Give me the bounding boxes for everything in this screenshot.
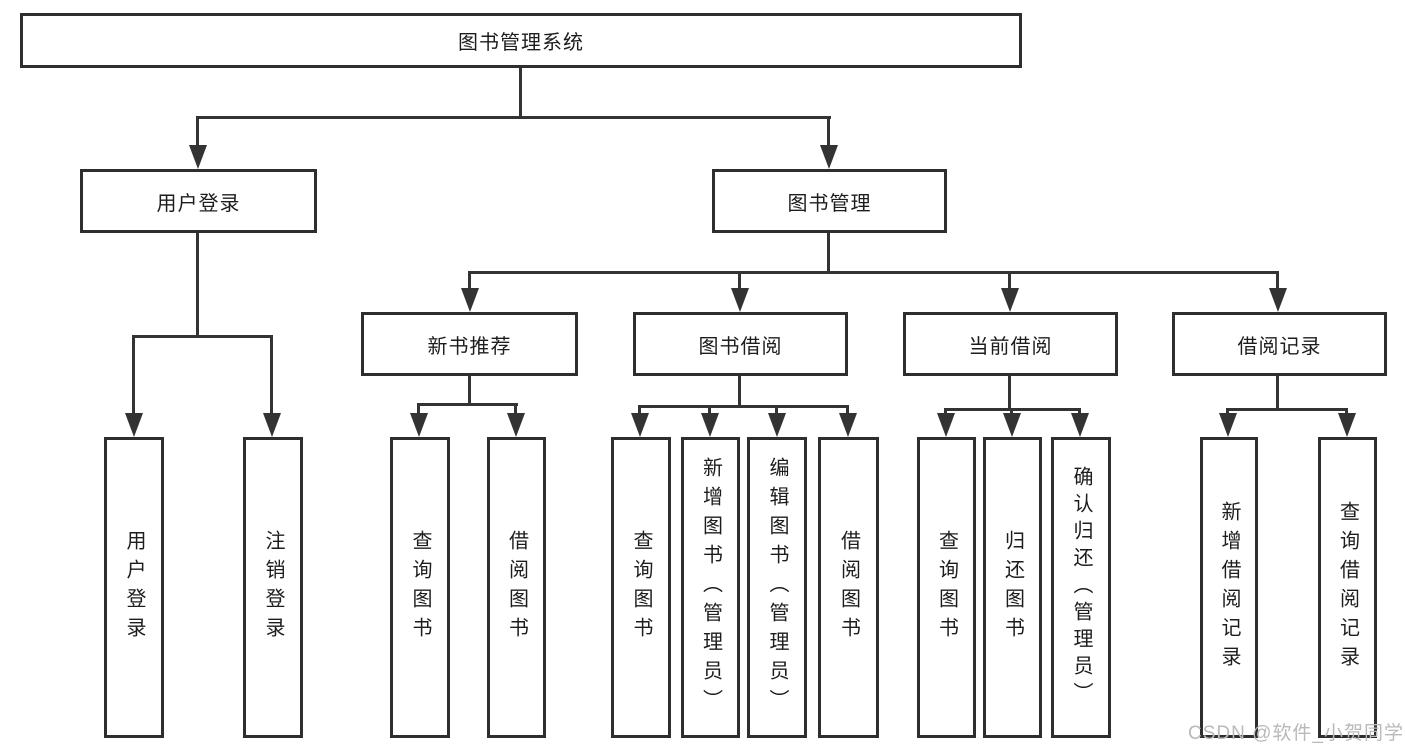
- leaf-user-login: 用户登录: [104, 437, 164, 738]
- leaf-cb-confirm-return-admin: 确认归还（管理员）: [1051, 437, 1111, 738]
- connector-current-borrow-stem: [1008, 375, 1011, 411]
- node-new-book-rec-label: 新书推荐: [427, 335, 512, 358]
- connector-user-login-drop: [196, 116, 199, 148]
- connector-user-login-split: [132, 335, 273, 338]
- leaf-bb-borrow-books: 借阅图书: [818, 437, 879, 738]
- connector-br-add-drop: [1226, 408, 1229, 417]
- arrowhead-book-mgmt-icon: [820, 145, 838, 169]
- leaf-bb-edit-books-admin-label: 编辑图书（管理员）: [766, 457, 788, 718]
- connector-book-mgmt-split: [468, 271, 1279, 274]
- node-current-borrow-label: 当前借阅: [968, 335, 1053, 358]
- node-book-mgmt-label: 图书管理: [787, 192, 872, 215]
- node-book-mgmt: 图书管理: [712, 169, 947, 233]
- arrowhead-br-add-icon: [1219, 413, 1237, 437]
- leaf-cb-confirm-return-admin-label: 确认归还（管理员）: [1070, 466, 1092, 709]
- leaf-cb-query-books: 查询图书: [917, 437, 976, 738]
- node-root: 图书管理系统: [20, 13, 1022, 68]
- watermark: CSDN @软件_小贺同学: [1188, 723, 1404, 744]
- arrowhead-current-borrow-icon: [1001, 288, 1019, 312]
- connector-cb-return-drop: [1010, 408, 1013, 417]
- connector-book-borrow-stem: [738, 375, 741, 408]
- node-new-book-rec: 新书推荐: [361, 312, 578, 376]
- connector-leaf-login-drop: [132, 335, 135, 417]
- connector-book-borrow-drop: [738, 271, 741, 293]
- arrowhead-book-borrow-icon: [731, 288, 749, 312]
- connector-cb-query-drop: [944, 408, 947, 417]
- arrowhead-bb-edit-icon: [768, 413, 786, 437]
- connector-book-mgmt-drop: [827, 116, 830, 148]
- arrowhead-bb-add-icon: [701, 413, 719, 437]
- connector-bb-edit-drop: [775, 405, 778, 417]
- node-user-login-label: 用户登录: [156, 192, 241, 215]
- leaf-cb-return-books-label: 归还图书: [1001, 529, 1024, 646]
- leaf-cb-return-books: 归还图书: [983, 437, 1042, 738]
- connector-borrow-records-drop: [1276, 271, 1279, 293]
- node-borrow-records: 借阅记录: [1172, 312, 1387, 376]
- connector-new-book-rec-split: [417, 403, 518, 406]
- arrowhead-rec-query-icon: [410, 413, 428, 437]
- connector-rec-borrow-drop: [514, 403, 517, 417]
- connector-user-login-stem: [196, 233, 199, 337]
- leaf-br-query-record-label: 查询借阅记录: [1336, 500, 1359, 675]
- arrowhead-new-book-rec-icon: [461, 288, 479, 312]
- arrowhead-user-login-icon: [189, 145, 207, 169]
- leaf-bb-edit-books-admin: 编辑图书（管理员）: [747, 437, 807, 738]
- leaf-rec-borrow-books-label: 借阅图书: [505, 529, 528, 646]
- leaf-logout-label: 注销登录: [262, 529, 284, 646]
- leaf-br-add-record-label: 新增借阅记录: [1218, 500, 1240, 675]
- leaf-user-login-label: 用户登录: [123, 529, 145, 646]
- arrowhead-leaf-login-icon: [125, 413, 143, 437]
- leaf-bb-query-books-label: 查询图书: [630, 529, 652, 646]
- connector-current-borrow-drop: [1008, 271, 1011, 293]
- leaf-bb-add-books-admin: 新增图书（管理员）: [681, 437, 740, 738]
- node-book-borrow-label: 图书借阅: [698, 335, 783, 358]
- node-user-login: 用户登录: [80, 169, 317, 233]
- arrowhead-rec-borrow-icon: [507, 413, 525, 437]
- arrowhead-br-query-icon: [1338, 413, 1356, 437]
- arrowhead-cb-confirm-icon: [1071, 413, 1089, 437]
- arrowhead-borrow-records-icon: [1269, 288, 1287, 312]
- connector-bb-query-drop: [638, 405, 641, 417]
- connector-new-book-rec-drop: [468, 271, 471, 293]
- leaf-logout: 注销登录: [243, 437, 303, 738]
- connector-borrow-records-split: [1226, 408, 1348, 411]
- connector-new-book-rec-stem: [468, 375, 471, 406]
- connector-book-borrow-split: [638, 405, 849, 408]
- leaf-rec-borrow-books: 借阅图书: [487, 437, 546, 738]
- connector-rec-query-drop: [417, 403, 420, 417]
- connector-cb-confirm-drop: [1078, 408, 1081, 417]
- leaf-bb-borrow-books-label: 借阅图书: [837, 529, 860, 646]
- connector-leaf-logout-drop: [270, 335, 273, 417]
- connector-borrow-records-stem: [1276, 375, 1279, 411]
- leaf-br-query-record: 查询借阅记录: [1318, 437, 1377, 738]
- node-book-borrow: 图书借阅: [633, 312, 848, 376]
- arrowhead-leaf-logout-icon: [263, 413, 281, 437]
- node-root-label: 图书管理系统: [458, 32, 584, 54]
- leaf-br-add-record: 新增借阅记录: [1200, 437, 1258, 738]
- leaf-bb-query-books: 查询图书: [611, 437, 671, 738]
- leaf-bb-add-books-admin-label: 新增图书（管理员）: [699, 457, 722, 718]
- connector-book-mgmt-stem: [827, 233, 830, 273]
- connector-br-query-drop: [1345, 408, 1348, 417]
- arrowhead-bb-query-icon: [631, 413, 649, 437]
- arrowhead-cb-return-icon: [1003, 413, 1021, 437]
- node-current-borrow: 当前借阅: [903, 312, 1118, 376]
- arrowhead-cb-query-icon: [937, 413, 955, 437]
- connector-level1-split: [197, 116, 831, 119]
- connector-bb-borrow-drop: [846, 405, 849, 417]
- connector-bb-add-drop: [708, 405, 711, 417]
- connector-root-stem: [519, 68, 522, 118]
- node-borrow-records-label: 借阅记录: [1237, 335, 1322, 358]
- leaf-rec-query-books-label: 查询图书: [409, 529, 431, 646]
- leaf-rec-query-books: 查询图书: [390, 437, 450, 738]
- arrowhead-bb-borrow-icon: [839, 413, 857, 437]
- leaf-cb-query-books-label: 查询图书: [935, 529, 958, 646]
